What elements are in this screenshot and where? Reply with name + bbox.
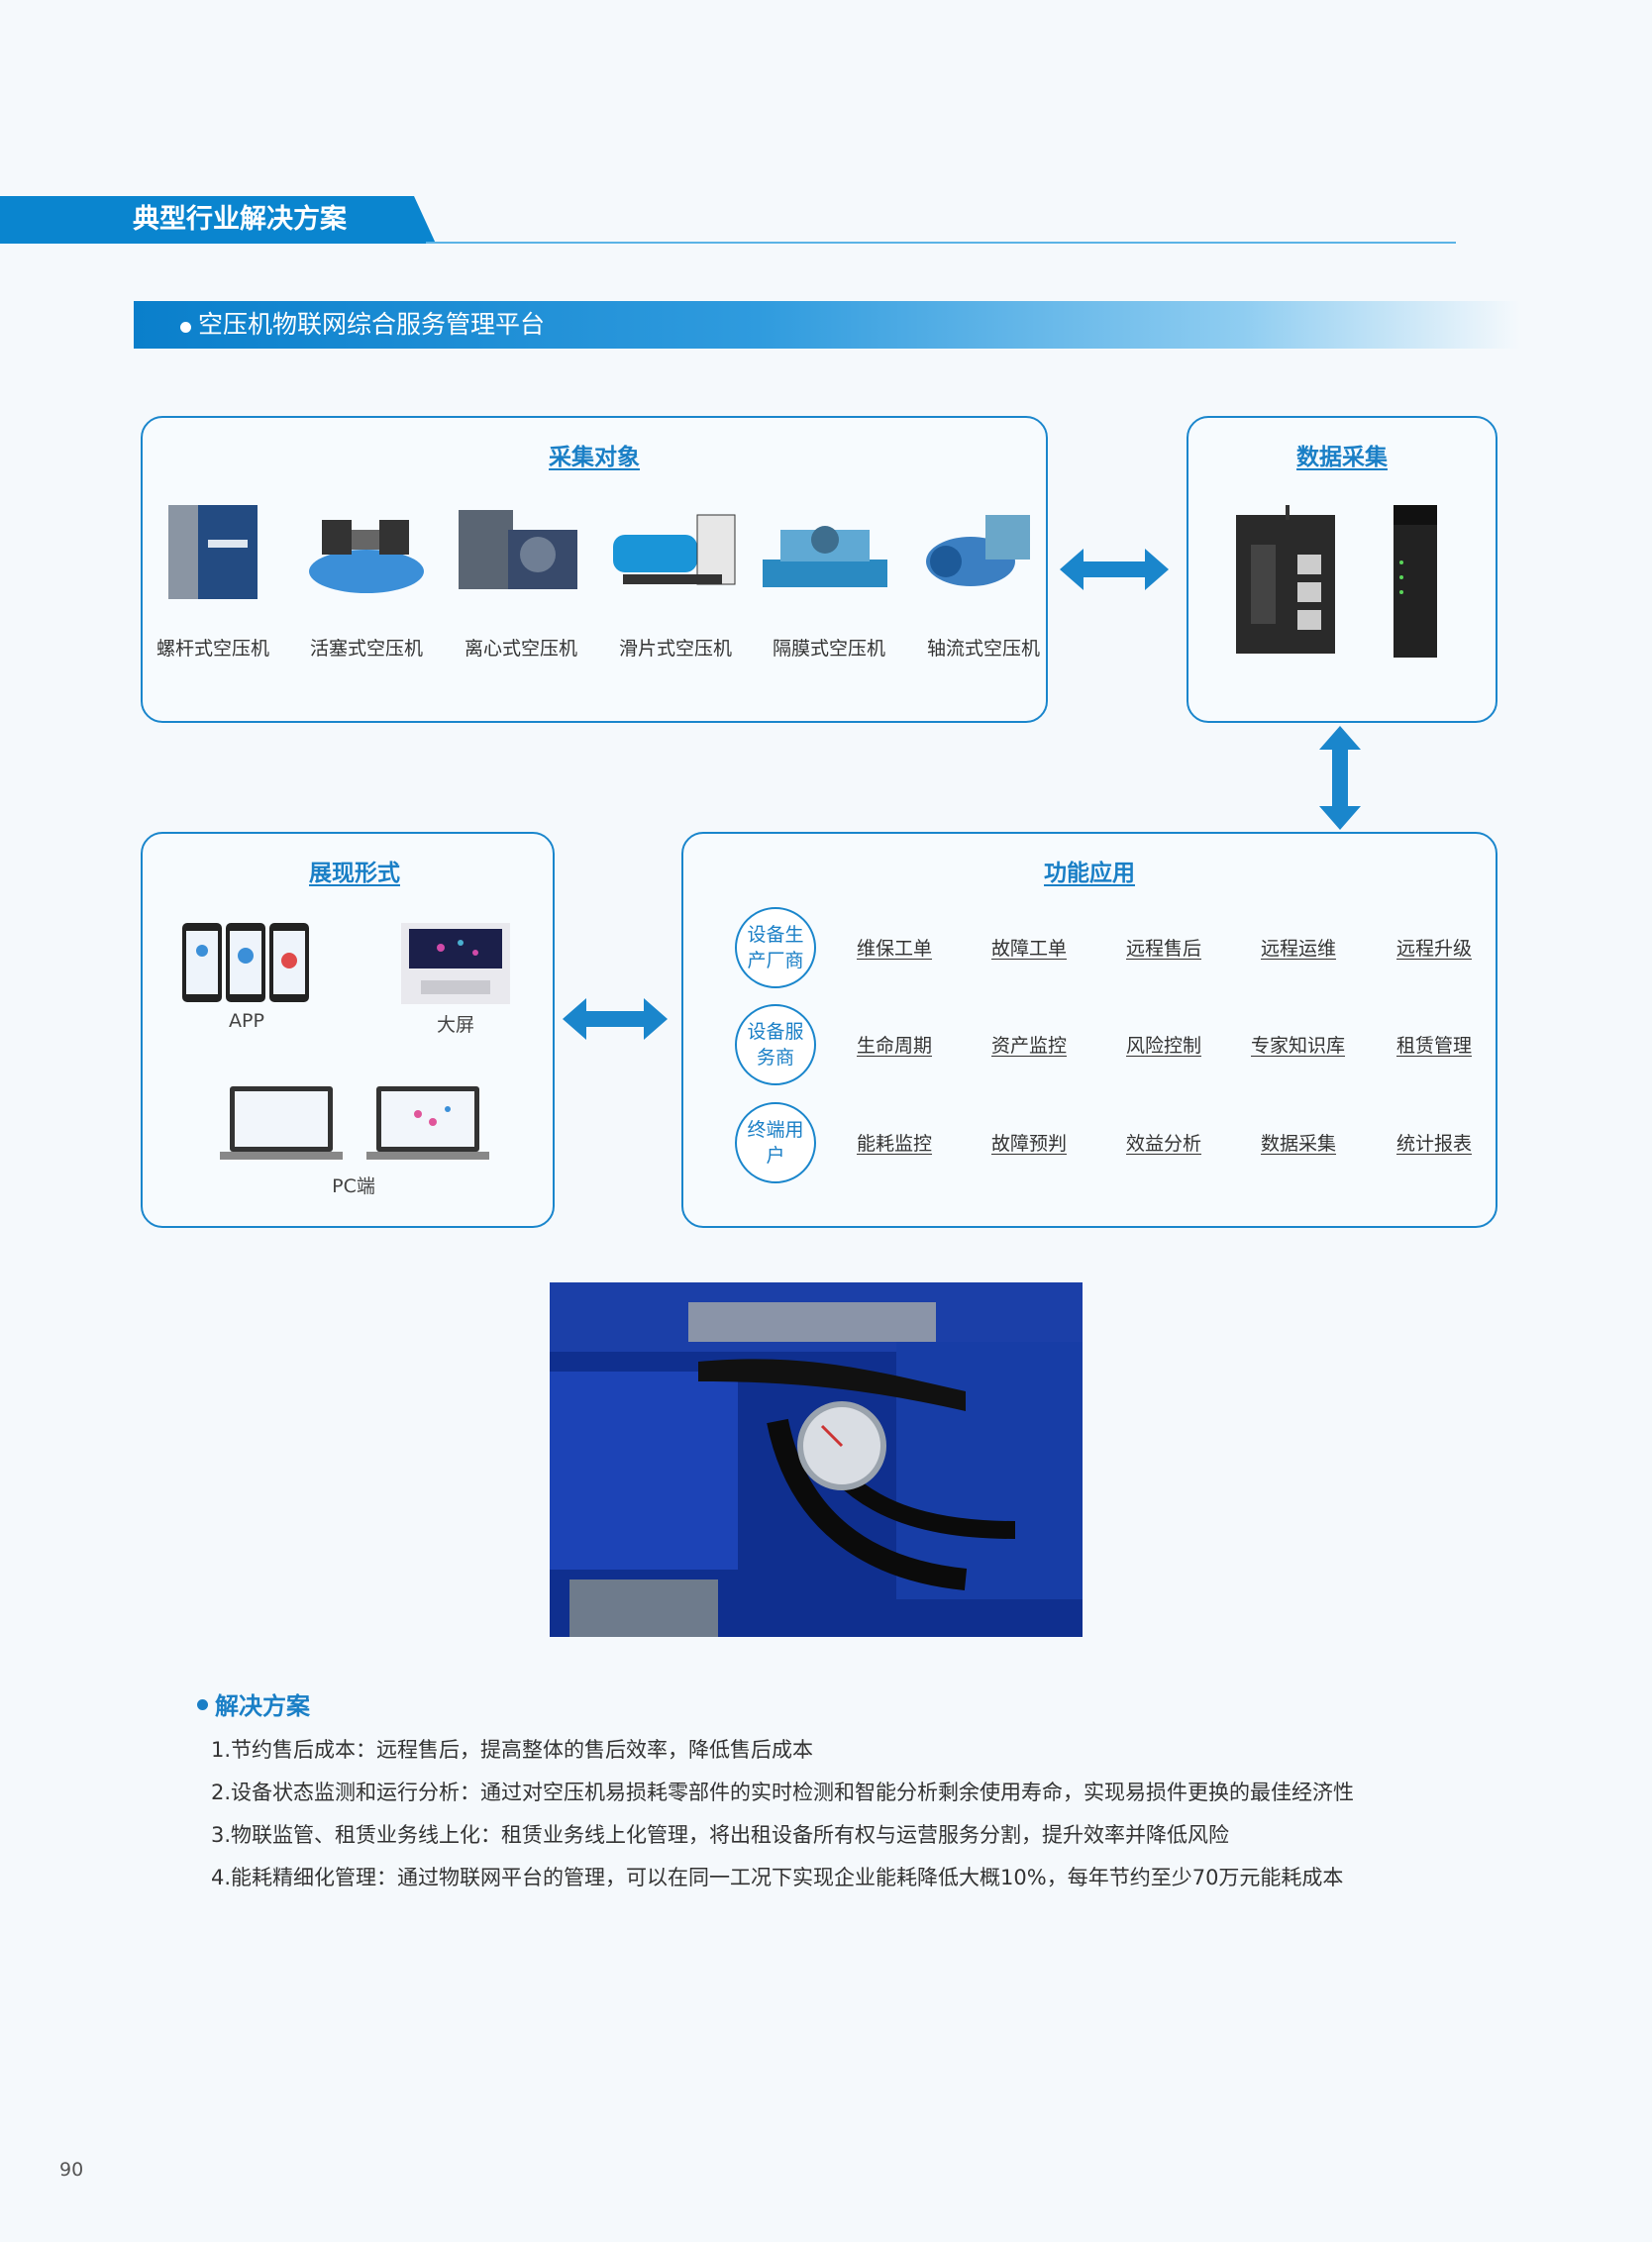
functions-title: 功能应用 xyxy=(1044,861,1135,886)
function-link[interactable]: 专家知识库 xyxy=(1251,1035,1346,1057)
function-link[interactable]: 能耗监控 xyxy=(857,1133,933,1155)
function-link[interactable]: 生命周期 xyxy=(857,1035,933,1057)
subheader-bar xyxy=(134,301,1520,349)
solution-title: 解决方案 xyxy=(215,1692,310,1720)
collection-box xyxy=(141,416,1048,723)
subheader-bullet xyxy=(180,322,191,333)
device-label: 滑片式空压机 xyxy=(618,638,732,660)
subheader-title: 空压机物联网综合服务管理平台 xyxy=(198,310,546,339)
role-manufacturer: 设备生产厂商 xyxy=(735,907,816,988)
device-label: 轴流式空压机 xyxy=(926,638,1040,660)
solution-item: 3.物联监管、租赁业务线上化：租赁业务线上化管理，将出租设备所有权与运营服务分割… xyxy=(211,1823,1230,1847)
axial-compressor-image xyxy=(926,515,1030,586)
function-link[interactable]: 租赁管理 xyxy=(1396,1035,1473,1057)
function-link[interactable]: 远程运维 xyxy=(1261,938,1337,960)
display-label-bigscreen: 大屏 xyxy=(436,1014,474,1036)
big-screen-image xyxy=(401,923,510,1004)
display-label-app: APP xyxy=(229,1010,264,1032)
display-title: 展现形式 xyxy=(309,861,400,886)
function-link[interactable]: 统计报表 xyxy=(1396,1133,1473,1155)
gateway-device-image xyxy=(1236,505,1335,654)
function-link[interactable]: 远程升级 xyxy=(1396,938,1473,960)
centrifugal-compressor-image xyxy=(459,510,577,589)
solution-item: 4.能耗精细化管理：通过物联网平台的管理，可以在同一工况下实现企业能耗降低大概1… xyxy=(211,1866,1344,1889)
pc-laptops-image xyxy=(220,1086,489,1160)
device-label: 离心式空压机 xyxy=(464,638,577,660)
piston-compressor-image xyxy=(309,520,424,593)
dtu-module-image xyxy=(1394,505,1437,658)
display-box xyxy=(141,832,555,1228)
display-label-pc: PC端 xyxy=(332,1175,375,1197)
double-arrow-icon xyxy=(563,998,668,1040)
compressor-gauge-photo xyxy=(550,1282,1083,1637)
function-link[interactable]: 资产监控 xyxy=(991,1035,1068,1057)
header-divider xyxy=(426,242,1456,244)
double-arrow-icon xyxy=(1060,549,1169,590)
solution-item: 1.节约售后成本：远程售后，提高整体的售后效率，降低售后成本 xyxy=(211,1738,814,1762)
function-link[interactable]: 效益分析 xyxy=(1126,1133,1202,1155)
diaphragm-compressor-image xyxy=(763,526,887,587)
function-link[interactable]: 远程售后 xyxy=(1126,938,1202,960)
device-label: 活塞式空压机 xyxy=(309,638,423,660)
data-collection-title: 数据采集 xyxy=(1296,445,1388,470)
page-number: 90 xyxy=(59,2159,84,2181)
app-phones-image xyxy=(182,923,309,1002)
solution-item: 2.设备状态监测和运行分析：通过对空压机易损耗零部件的实时检测和智能分析剩余使用… xyxy=(211,1781,1355,1804)
functions-box xyxy=(681,832,1497,1228)
function-link[interactable]: 风险控制 xyxy=(1126,1035,1202,1057)
double-arrow-vertical-icon xyxy=(1319,726,1361,830)
vane-compressor-image xyxy=(613,514,736,585)
function-link[interactable]: 故障工单 xyxy=(991,938,1068,960)
role-service-provider: 设备服务商 xyxy=(735,1004,816,1085)
section-header-tab xyxy=(0,196,436,244)
function-link[interactable]: 故障预判 xyxy=(991,1133,1068,1155)
function-link[interactable]: 数据采集 xyxy=(1261,1133,1337,1155)
device-label: 隔膜式空压机 xyxy=(772,638,885,660)
screw-compressor-image xyxy=(168,505,258,599)
role-end-user: 终端用户 xyxy=(735,1102,816,1183)
section-header-title: 典型行业解决方案 xyxy=(133,204,347,235)
collection-title: 采集对象 xyxy=(549,445,640,470)
device-label: 螺杆式空压机 xyxy=(155,638,269,660)
solution-bullet xyxy=(197,1699,208,1710)
function-link[interactable]: 维保工单 xyxy=(857,938,933,960)
